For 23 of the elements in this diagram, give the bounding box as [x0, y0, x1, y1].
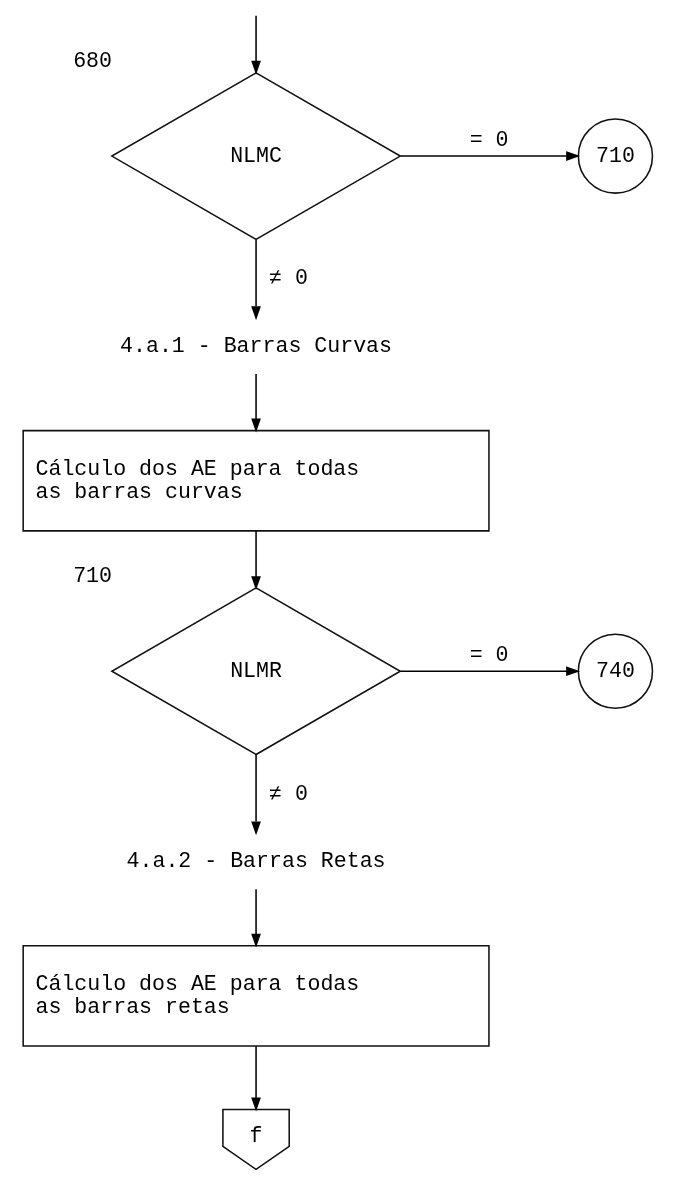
arrow [399, 151, 581, 161]
edge-label: ≠ 0 [269, 266, 308, 291]
node-circle: 740 [577, 633, 654, 710]
node-text: 4.a.2 - Barras Retas [126, 848, 386, 873]
node-diamond: NLMC [110, 71, 402, 241]
node-label: 710 [73, 564, 112, 589]
node-box: Cálculo dos AE para todas as barras retas [22, 944, 490, 1047]
arrow [251, 15, 261, 75]
edge-label: = 0 [469, 642, 509, 667]
arrow [251, 530, 261, 591]
arrow [251, 373, 261, 433]
arrow [251, 1045, 261, 1112]
arrow [251, 753, 261, 836]
node-diamond: NLMR [110, 587, 402, 756]
arrow [251, 238, 261, 321]
arrow [251, 888, 261, 948]
edge-label: = 0 [469, 127, 509, 152]
node-label: 680 [73, 48, 112, 73]
arrow [399, 666, 581, 677]
edge-label: ≠ 0 [269, 781, 308, 806]
node-box: Cálculo dos AE para todas as barras curvas [22, 429, 490, 532]
node-text: 4.a.1 - Barras Curvas [120, 333, 393, 358]
node-circle: 710 [577, 118, 654, 194]
